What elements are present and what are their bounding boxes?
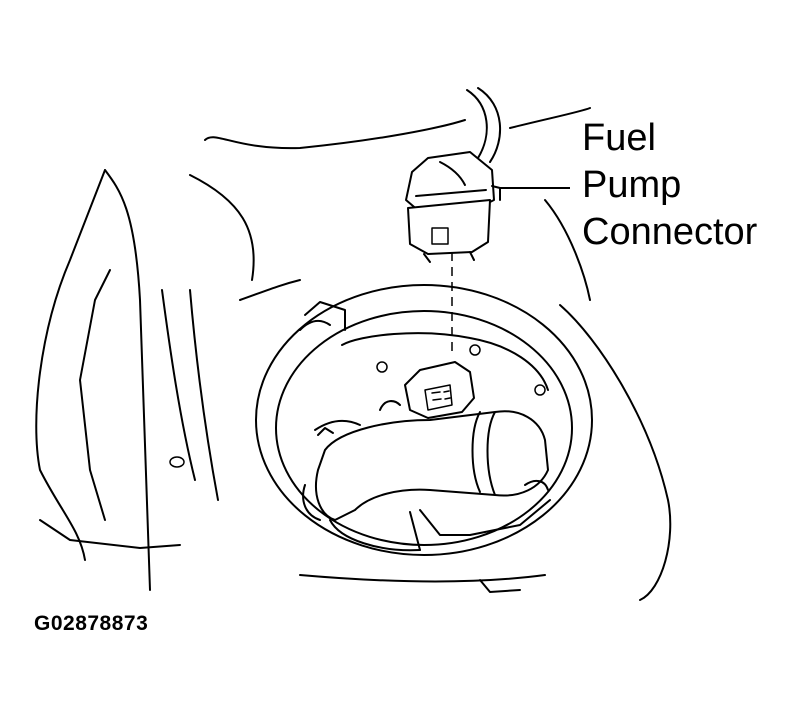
pump-opening-ring [255,284,593,556]
callout-line-connector: Connector [582,211,758,253]
electrical-connector-icon [405,87,502,263]
callout-line-fuel: Fuel [582,117,656,159]
fuel-pump-assembly-icon [299,301,551,552]
callout-line-pump: Pump [582,164,682,206]
figure-id-label: G02878873 [34,612,149,635]
body-panel-outline [35,107,672,601]
